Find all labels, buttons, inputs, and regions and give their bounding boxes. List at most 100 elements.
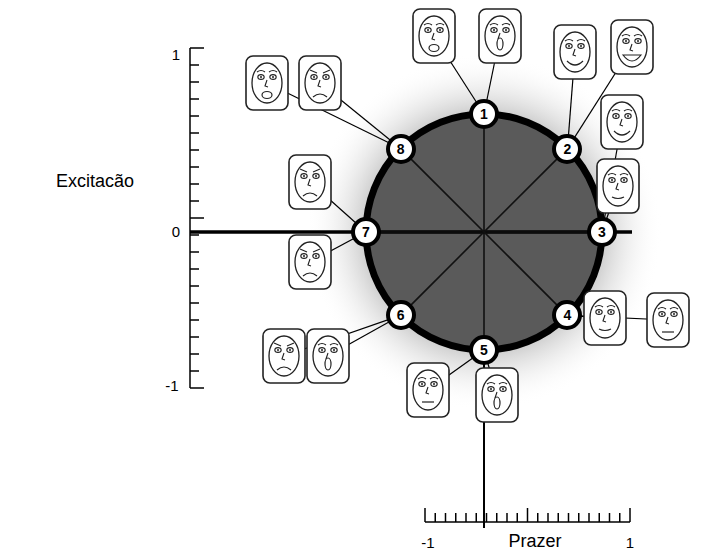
face-nose — [282, 353, 285, 360]
ruler-tick — [435, 513, 437, 522]
ruler-tick — [568, 513, 570, 522]
ruler-tick — [190, 336, 199, 338]
face-pupil — [289, 349, 291, 351]
ruler-tick — [527, 508, 529, 522]
face-outline — [560, 32, 590, 72]
axis-title: Prazer — [508, 532, 561, 552]
ruler-tick — [190, 387, 204, 389]
face-eye — [331, 348, 337, 353]
ruler-tick — [517, 513, 519, 522]
state-marker: 5 — [469, 335, 499, 365]
face-eye — [609, 178, 615, 183]
face-pupil — [277, 349, 279, 351]
face-icon — [479, 9, 521, 63]
ruler-tick — [190, 64, 199, 66]
face-mouth — [614, 131, 630, 135]
face-eye — [623, 39, 629, 44]
face-icon — [263, 329, 305, 383]
face-frame — [476, 368, 518, 422]
face-outline — [269, 336, 299, 376]
face-mouth — [325, 358, 331, 370]
axis-tick-label: 1 — [172, 47, 180, 64]
ruler-tick — [496, 513, 498, 522]
ruler-tick — [547, 513, 549, 522]
face-eye — [671, 312, 677, 317]
face-icon — [299, 56, 341, 110]
face-frame — [647, 293, 689, 347]
face-nose — [265, 80, 268, 87]
ruler-tick — [455, 513, 457, 522]
face-pupil — [637, 40, 639, 42]
face-eye — [608, 310, 614, 315]
face-eye — [566, 44, 572, 49]
face-nose — [573, 49, 576, 56]
axis-tick-label: 1 — [626, 535, 634, 552]
face-pupil — [598, 311, 600, 313]
face-pupil — [493, 29, 495, 31]
face-icon — [289, 155, 331, 209]
ruler-tick — [599, 513, 601, 522]
face-frame — [584, 291, 626, 345]
face-mouth — [567, 61, 583, 65]
ruler-tick — [609, 513, 611, 522]
face-pupil — [610, 311, 612, 313]
face-pupil — [303, 255, 305, 257]
face-eye — [419, 382, 425, 387]
face-icon — [413, 9, 455, 63]
ruler-tick — [424, 508, 426, 522]
state-number: 7 — [362, 225, 370, 239]
face-pupil — [502, 388, 504, 390]
affect-disk — [366, 114, 602, 350]
face-pupil — [433, 383, 435, 385]
face-brow — [595, 306, 615, 308]
face-icon — [601, 95, 643, 149]
state-marker: 4 — [552, 300, 582, 330]
ruler-tick — [476, 513, 478, 522]
face-mouth — [303, 193, 317, 196]
ruler-tick — [558, 513, 560, 522]
face-brow — [490, 24, 510, 26]
face-pupil — [611, 179, 613, 181]
face-nose — [308, 259, 311, 266]
face-brow — [300, 249, 320, 252]
ruler-tick — [486, 513, 488, 522]
face-outline — [603, 166, 633, 206]
state-marker: 6 — [386, 300, 416, 330]
face-outline — [252, 63, 282, 103]
face-eye — [659, 312, 665, 317]
face-outline — [305, 63, 335, 103]
face-pupil — [260, 76, 262, 78]
face-pupil — [625, 40, 627, 42]
axis-title: Excitacão — [56, 172, 134, 192]
face-mouth — [612, 197, 624, 199]
state-number: 1 — [480, 107, 488, 121]
face-eye — [301, 174, 307, 179]
face-outline — [617, 27, 647, 67]
ruler-tick — [629, 508, 631, 522]
state-marker: 2 — [552, 134, 582, 164]
face-eye — [275, 348, 281, 353]
face-frame — [407, 363, 449, 417]
face-mouth — [662, 331, 674, 332]
face-eye — [596, 310, 602, 315]
state-marker: 8 — [386, 134, 416, 164]
ruler-tick — [190, 200, 199, 202]
face-frame — [289, 235, 331, 289]
face-brow — [424, 24, 444, 26]
state-marker: 1 — [469, 99, 499, 129]
face-mouth — [497, 38, 503, 50]
ruler-tick — [190, 285, 199, 287]
face-nose — [630, 44, 633, 51]
face-brow — [487, 383, 507, 385]
face-frame — [413, 9, 455, 63]
face-mouth — [494, 397, 500, 409]
ruler-tick — [537, 513, 539, 522]
face-eye — [503, 28, 509, 33]
face-outline — [485, 16, 515, 56]
face-brow — [418, 378, 438, 380]
face-pupil — [303, 175, 305, 177]
face-nose — [432, 33, 435, 40]
state-number: 6 — [397, 308, 405, 322]
face-pupil — [439, 29, 441, 31]
